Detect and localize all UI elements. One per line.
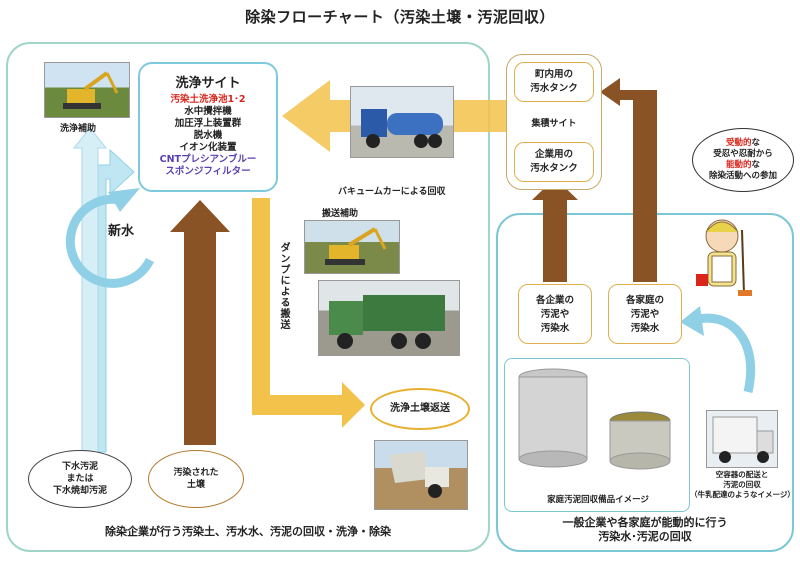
contaminated-soil-label: 汚染された	[173, 468, 219, 478]
delivery-caption-line: 汚泥の回収	[723, 480, 761, 489]
company-source-label: 汚泥や	[540, 309, 570, 320]
container-image-box: 家庭汚泥回収備品イメージ	[504, 358, 690, 512]
contaminated-soil-node: 汚染された 土壌	[148, 450, 244, 508]
bubble-text: 能動的	[725, 160, 752, 170]
excavator-photo	[44, 62, 130, 118]
company-source-label: 汚染水	[540, 323, 570, 334]
town-tank-label: 町内用の	[534, 69, 573, 80]
soil-unload-photo	[374, 440, 468, 510]
bubble-text: 除染活動への参加	[708, 171, 777, 181]
left-footer: 除染企業が行う汚染土、汚水水、汚泥の回収・洗浄・除染	[105, 525, 391, 538]
wash-site-line: 加圧浮上装置群	[174, 118, 242, 129]
transport-aid-label: 搬送補助	[322, 209, 359, 219]
decontamination-company-panel	[6, 42, 490, 552]
company-tank-label: 汚水タンク	[530, 163, 578, 174]
wash-site-line: スポンジフィルター	[165, 166, 251, 177]
delivery-truck-photo	[706, 410, 778, 468]
bubble-text: な	[751, 160, 761, 170]
housewife-figure	[696, 219, 752, 296]
washing-aid-label: 洗浄補助	[60, 124, 97, 134]
town-tank-label: 汚水タンク	[530, 83, 578, 94]
sewage-sludge-label: 下水焼却汚泥	[52, 486, 107, 496]
dump-transport-label: ダンプによる搬送	[278, 242, 289, 330]
sewage-sludge-node: 下水汚泥 または 下水焼却汚泥	[28, 450, 132, 508]
company-tank-label: 企業用の	[534, 149, 573, 160]
home-source: 各家庭の 汚泥や 汚染水	[608, 284, 682, 344]
participation-bubble: 受動的な 受忍や忍耐から 能動的な 除染活動への参加	[692, 128, 794, 192]
contaminated-soil-label: 土壌	[186, 480, 205, 490]
wash-site-line: 脱水機	[193, 130, 223, 141]
transport-excavator-photo	[304, 220, 400, 274]
container-illustration	[518, 368, 671, 470]
new-water-label: 新水	[108, 224, 135, 239]
wash-site-heading: 洗浄サイト	[175, 76, 241, 91]
home-source-label: 汚泥や	[630, 309, 660, 320]
company-source-label: 各企業の	[535, 295, 574, 306]
right-footer: 一般企業や各家庭が能動的に行う 汚染水･汚泥の回収	[496, 516, 794, 544]
company-source: 各企業の 汚泥や 汚染水	[518, 284, 592, 344]
collection-site-label: 集積サイト	[531, 119, 577, 129]
delivery-caption-line: 空容器の配送と	[715, 470, 769, 479]
company-tank: 企業用の 汚水タンク	[514, 142, 594, 182]
bubble-text: 受忍や忍耐から	[713, 149, 773, 159]
delivery-caption-line: （牛乳配達のようなイメージ）	[690, 490, 795, 499]
page-title: 除染フローチャート（汚染土壌・汚泥回収）	[245, 8, 555, 26]
sewage-sludge-label: または	[66, 474, 94, 484]
company-to-tank-arrow	[532, 178, 578, 282]
town-tank: 町内用の 汚水タンク	[514, 62, 594, 102]
wash-site-line: CNTプレシアンブルー	[159, 154, 257, 165]
sewage-sludge-label: 下水汚泥	[61, 462, 98, 472]
delivery-caption: 空容器の配送と 汚泥の回収 （牛乳配達のようなイメージ）	[690, 470, 795, 500]
vacuum-truck-photo	[350, 86, 454, 158]
home-source-label: 各家庭の	[625, 295, 664, 306]
wash-site-box: 洗浄サイト 汚染土洗浄池1･2 水中攪拌機 加圧浮上装置群 脱水機 イオン化装置…	[138, 62, 278, 192]
dump-arrow	[252, 198, 365, 428]
delivery-arrow	[692, 313, 756, 394]
home-to-tank-arrow	[600, 78, 657, 282]
dump-truck-photo	[318, 280, 460, 356]
vacuum-car-label: バキュームカーによる回収	[338, 187, 446, 197]
wash-site-line: 汚染土洗浄池1･2	[170, 94, 246, 105]
right-footer-line: 汚染水･汚泥の回収	[598, 530, 692, 543]
soil-arrow	[170, 200, 230, 445]
soil-return-node: 洗浄土壌返送	[370, 388, 470, 430]
bubble-text: 受動的	[725, 138, 752, 148]
soil-return-label: 洗浄土壌返送	[390, 403, 450, 414]
wash-site-line: 水中攪拌機	[184, 106, 232, 117]
new-water-arrow	[65, 194, 155, 288]
home-source-label: 汚染水	[630, 323, 660, 334]
bubble-text: な	[751, 138, 761, 148]
right-footer-line: 一般企業や各家庭が能動的に行う	[562, 516, 728, 529]
wash-site-line: イオン化装置	[179, 142, 237, 153]
container-caption: 家庭汚泥回収備品イメージ	[547, 495, 649, 505]
